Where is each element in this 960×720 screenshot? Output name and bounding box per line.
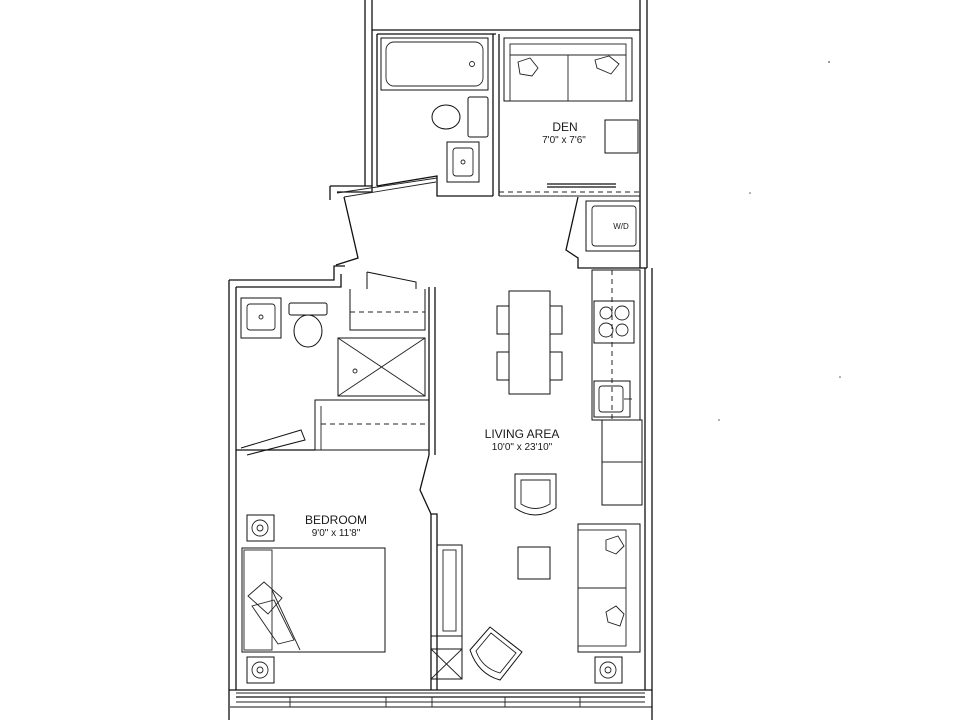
nightstand-lower: [246, 656, 275, 684]
side-table-living: [594, 656, 623, 684]
living-area-dimensions: 10'0" x 23'10": [492, 442, 553, 453]
living-area-label: LIVING AREA: [485, 427, 560, 441]
bedroom-label: BEDROOM: [305, 513, 367, 527]
living-sofa: [577, 523, 641, 653]
scan-marks: [718, 61, 841, 421]
washer-dryer-label: W/D: [613, 222, 629, 231]
lower-sink: [240, 297, 282, 339]
media-console: [436, 544, 463, 637]
shower: [337, 337, 426, 397]
closet-lower: [314, 399, 430, 451]
den-side-table: [604, 119, 639, 154]
entry-door: [335, 177, 438, 266]
bedroom-dimensions: 9'0" x 11'8": [312, 528, 361, 539]
bathtub: [380, 37, 489, 91]
den-label: DEN: [552, 120, 577, 134]
den-dimensions: 7'0" x 7'6": [542, 135, 586, 146]
kitchen: [591, 269, 643, 506]
armchair-lower: [469, 626, 523, 681]
mechanical-unit: [430, 635, 463, 680]
coffee-table: [517, 546, 551, 580]
lower-toilet: [288, 302, 328, 348]
bed: [241, 547, 386, 653]
upper-toilet: [431, 96, 489, 138]
armchair-upper: [514, 473, 557, 516]
den-sofa: [503, 37, 633, 102]
upper-block: [329, 29, 640, 200]
nightstand-upper: [246, 514, 275, 542]
upper-sink: [446, 141, 480, 183]
laundry: W/D: [565, 196, 641, 269]
bath-door: [236, 429, 315, 456]
dining-set: [496, 290, 563, 395]
closet-upper: [349, 271, 426, 331]
lower-block: [419, 287, 438, 690]
exterior-walls: [228, 0, 653, 720]
